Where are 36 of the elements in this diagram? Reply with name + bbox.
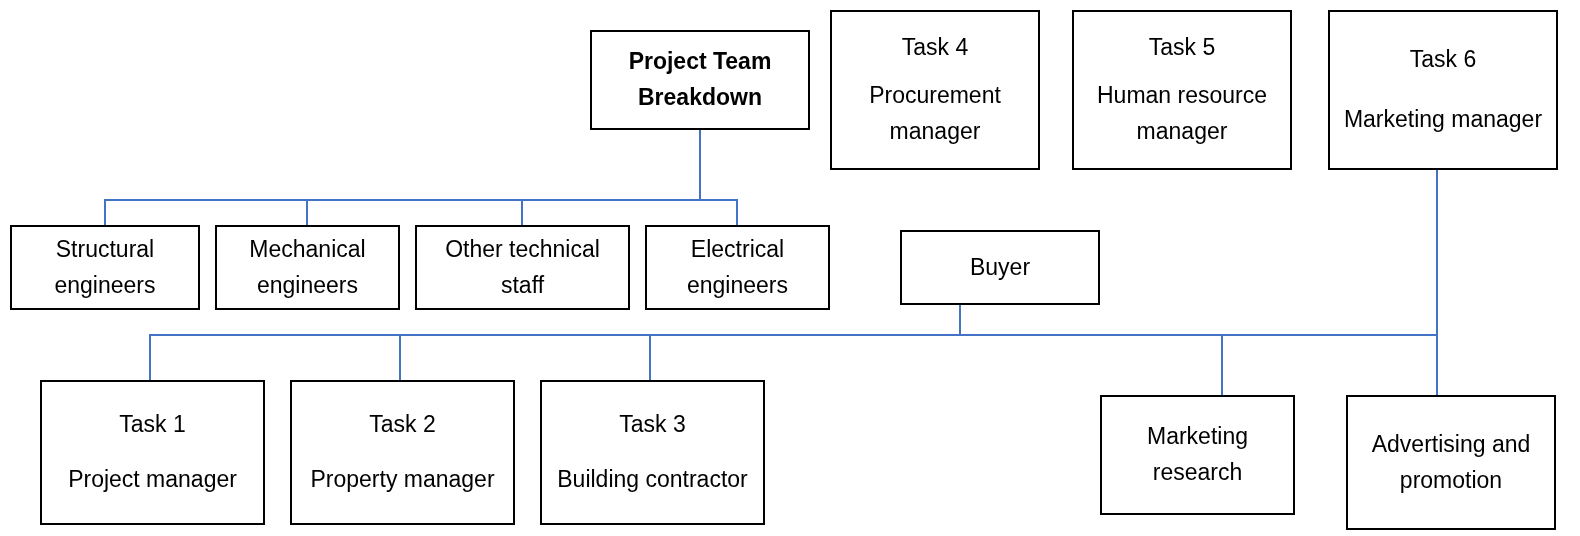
org-box (830, 10, 1040, 170)
role-label: Property manager (310, 465, 495, 495)
role-label: Project Team Breakdown (627, 47, 773, 112)
org-box (1100, 395, 1295, 515)
task-label: Task 5 (1148, 33, 1216, 63)
task-label: Task 3 (619, 410, 686, 440)
role-label: Building contractor (557, 465, 748, 495)
role-label: Advertising and promotion (1370, 429, 1532, 495)
role-label: Human resource manager (1096, 81, 1268, 146)
task-label: Task 6 (1409, 45, 1477, 75)
task-label: Task 1 (119, 410, 186, 440)
role-label: Other technical staff (444, 234, 601, 300)
role-label: Procurement manager (868, 81, 1002, 146)
role-label: Buyer (969, 252, 1031, 282)
connector-line (699, 129, 738, 226)
org-box (1328, 10, 1558, 170)
org-box (645, 225, 830, 310)
org-box (290, 380, 515, 525)
role-label: Project manager (68, 465, 237, 495)
org-box (215, 225, 400, 310)
role-label: Marketing manager (1343, 105, 1543, 135)
task-label: Task 2 (369, 410, 436, 440)
org-box (40, 380, 265, 525)
connector-line (1436, 169, 1438, 396)
org-box (540, 380, 765, 525)
role-label: Electrical engineers (686, 234, 789, 300)
org-box (590, 30, 810, 130)
org-box (415, 225, 630, 310)
org-box (900, 230, 1100, 305)
org-box (1346, 395, 1556, 530)
org-box (10, 225, 200, 310)
role-label: Marketing research (1146, 422, 1249, 487)
role-label: Mechanical engineers (248, 234, 367, 300)
task-label: Task 4 (901, 33, 969, 63)
role-label: Structural engineers (53, 234, 157, 300)
org-box (1072, 10, 1292, 170)
